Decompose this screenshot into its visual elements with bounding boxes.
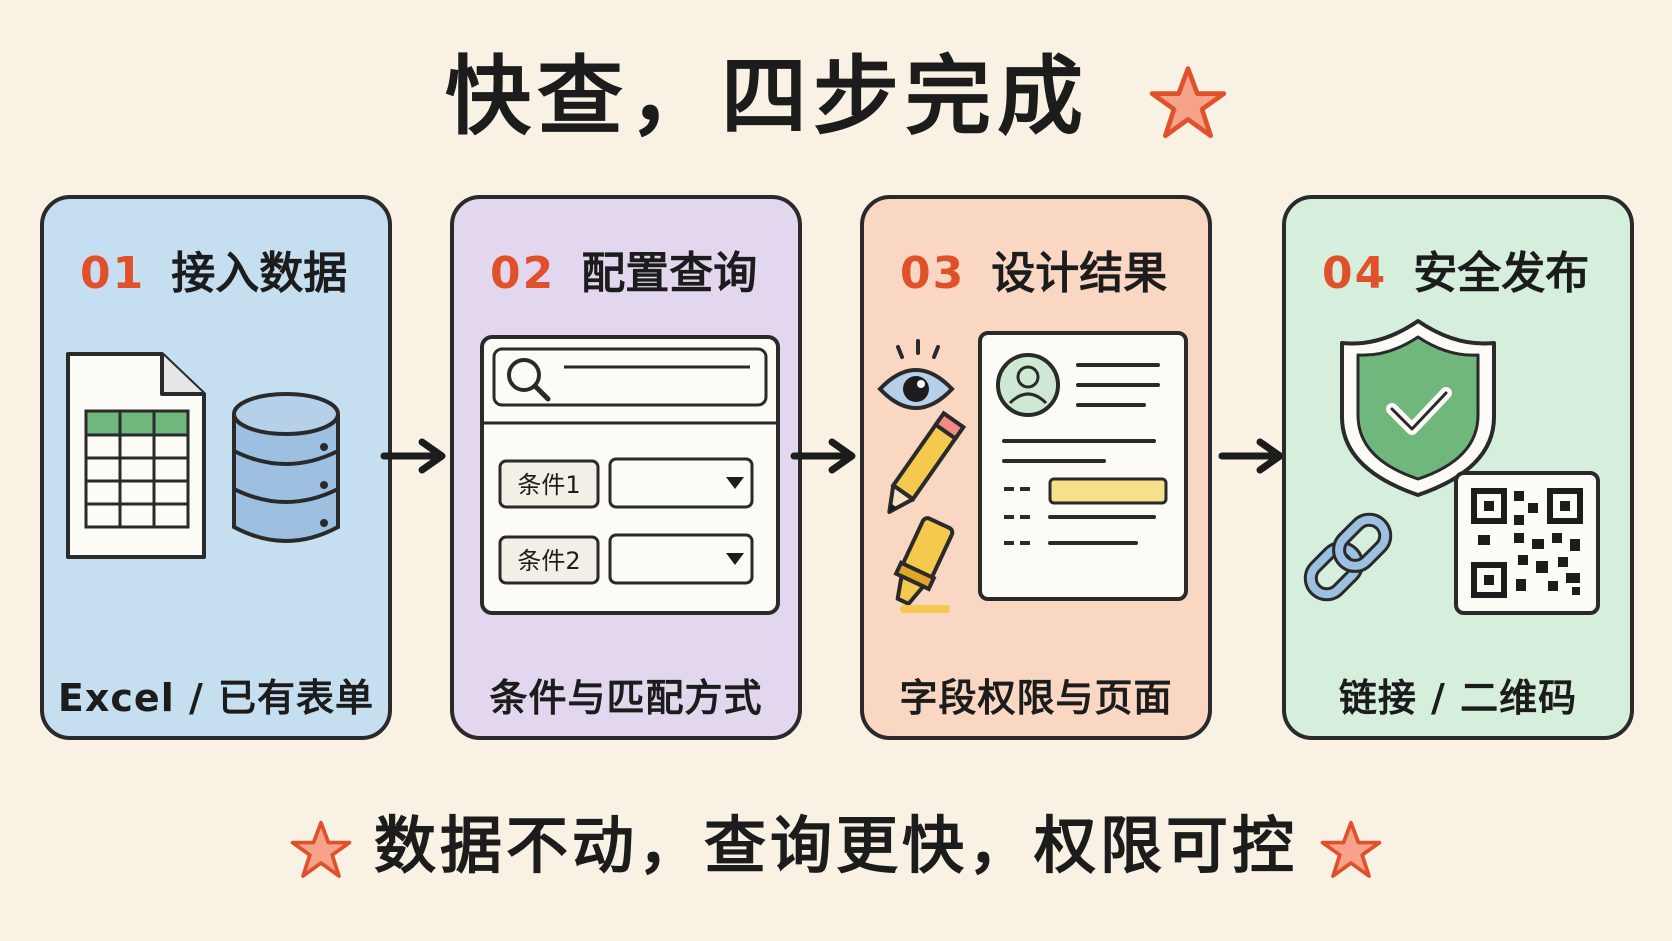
arrow-right-icon <box>1218 438 1284 474</box>
condition-label-1: 条件1 <box>517 471 580 499</box>
footer-slogan: 数据不动，查询更快，权限可控 <box>0 806 1672 886</box>
highlighter-icon <box>893 516 955 606</box>
step-4-number: 04 <box>1322 248 1388 299</box>
step-4-illustration <box>1303 319 1600 615</box>
step-4-header: 04 安全发布 <box>1322 237 1589 301</box>
page-title-text: 快查，四步完成 <box>445 47 1090 147</box>
step-card-2: 02 配置查询 条件1 条件2 条件与匹配方式 <box>450 195 802 740</box>
condition-label-2: 条件2 <box>517 547 580 575</box>
arrow-right-icon <box>380 438 446 474</box>
spreadsheet-icon <box>66 352 206 559</box>
eye-icon <box>877 339 955 410</box>
step-3-number: 03 <box>900 248 966 299</box>
arrow-right-icon <box>790 438 856 474</box>
step-4-title: 安全发布 <box>1413 248 1590 299</box>
step-4-caption: 链接 / 二维码 <box>1338 676 1578 720</box>
step-2-caption: 条件与匹配方式 <box>489 676 763 720</box>
step-3-caption: 字段权限与页面 <box>899 676 1173 720</box>
step-1-illustration <box>66 352 340 559</box>
condition-row-2: 条件2 <box>498 533 754 585</box>
profile-icon <box>996 353 1060 417</box>
step-2-number: 02 <box>490 248 556 299</box>
page-title: 快查，四步完成 <box>0 42 1672 152</box>
star-icon <box>1149 65 1227 138</box>
search-bar <box>492 347 768 407</box>
step-3-illustration <box>877 331 1188 613</box>
search-icon <box>507 358 551 402</box>
step-card-4: 04 安全发布 <box>1282 195 1634 740</box>
pencil-icon <box>887 410 967 514</box>
step-1-header: 01 接入数据 <box>80 237 347 301</box>
dropdown-icon <box>726 477 744 489</box>
star-icon <box>1320 820 1382 878</box>
step-3-header: 03 设计结果 <box>900 237 1167 301</box>
step-2-title: 配置查询 <box>581 248 758 299</box>
link-icon <box>1303 512 1393 602</box>
star-icon <box>290 820 352 878</box>
dropdown-icon <box>726 553 744 565</box>
database-icon <box>232 392 340 543</box>
step-card-1: 01 接入数据 Excel / 已有表单 <box>40 195 392 740</box>
shield-check-icon <box>1340 319 1496 497</box>
step-2-header: 02 配置查询 <box>490 237 757 301</box>
qr-code-icon <box>1454 471 1600 615</box>
result-page <box>978 331 1188 601</box>
footer-text: 数据不动，查询更快，权限可控 <box>373 809 1298 882</box>
condition-row-1: 条件1 <box>498 457 754 509</box>
step-1-title: 接入数据 <box>171 248 348 299</box>
step-card-3: 03 设计结果 <box>860 195 1212 740</box>
step-1-number: 01 <box>80 248 146 299</box>
step-2-illustration: 条件1 条件2 <box>480 335 780 615</box>
step-1-caption: Excel / 已有表单 <box>57 676 375 720</box>
step-3-title: 设计结果 <box>991 248 1168 299</box>
